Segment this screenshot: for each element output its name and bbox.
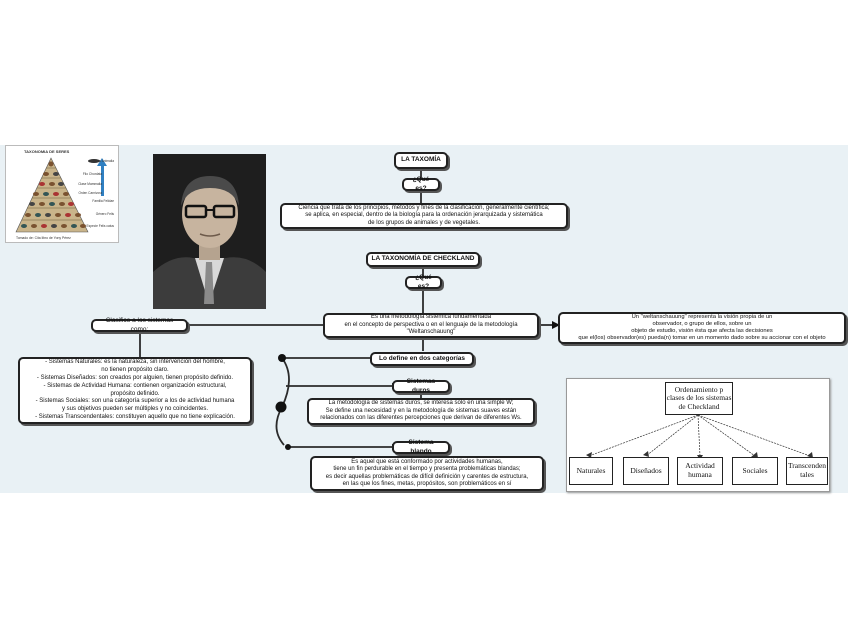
node-weltanschauung[interactable]: Un "weltanschauung" representa la visión… <box>558 312 846 344</box>
classes-root-box: Ordenamiento p clases de los sistemas de… <box>665 382 733 415</box>
animal-icons <box>21 161 86 228</box>
arrow-up-icon <box>97 158 107 196</box>
rank-label: Especie Felis catus <box>86 224 114 228</box>
mouth-shape <box>199 233 221 237</box>
classes-diagram-image: Ordenamiento p clases de los sistemas de… <box>566 378 830 492</box>
node-duros-texto[interactable]: La metodología de sistemas duros, se int… <box>307 398 535 425</box>
face-shape <box>182 180 238 248</box>
connector-dot <box>278 354 286 362</box>
node-categorias[interactable]: Lo define en dos categorías <box>370 352 474 366</box>
node-metodologia[interactable]: Es una metodología sistémica fundamentad… <box>323 313 539 338</box>
node-que-es-2[interactable]: ¿Qué es? <box>405 274 442 290</box>
class-box-sociales: Sociales <box>732 457 778 485</box>
hair-shape <box>181 176 239 206</box>
arrow-head <box>552 321 560 329</box>
node-que-es-1[interactable]: ¿Qué es? <box>402 176 440 192</box>
node-sistema-blando[interactable]: Sistema blando <box>392 439 450 455</box>
taxonomy-pyramid-image: TAXONOMIA DE SERES Reino Animalia Famili… <box>5 145 119 243</box>
pyramid-title: TAXONOMIA DE SERES <box>24 149 70 154</box>
rank-label: Género Felis <box>95 212 114 216</box>
classes-connectors <box>586 414 813 460</box>
rank-label: Filo Chordata <box>82 172 102 176</box>
rank-label: Reino Animalia <box>92 159 114 163</box>
tie-shape <box>204 262 214 304</box>
node-blando-texto[interactable]: Es aquel que está conformado por activid… <box>310 456 544 491</box>
class-box-transcendentales: Transcenden tales <box>786 457 828 485</box>
node-sistemas-duros[interactable]: Sistemas duros <box>392 378 450 394</box>
node-clasifico[interactable]: Clasifico a los sistemas como: <box>91 317 188 333</box>
portrait-graphic <box>153 154 266 309</box>
node-la-taxomia[interactable]: LA TAXOMÍA <box>394 152 448 169</box>
rank-label: Clase Mammalia <box>78 182 102 186</box>
rank-label: Familia Felidae <box>92 199 114 203</box>
class-box-naturales: Naturales <box>569 457 613 485</box>
class-box-disenados: Diseñados <box>623 457 669 485</box>
connector-dot <box>285 444 291 450</box>
pyramid-graphic <box>15 157 100 233</box>
class-box-actividad-humana: Actividad humana <box>677 457 723 485</box>
glasses-right <box>212 204 236 219</box>
glasses-left <box>184 204 208 219</box>
node-sistemas-lista[interactable]: - Sistemas Naturales: es la naturaleza, … <box>18 357 252 424</box>
rank-label: Orden Carnivora <box>78 191 102 195</box>
pyramid-footer: Tomado de: Cita libro de Yony Pérez <box>16 236 71 240</box>
pyramid-shape <box>15 157 89 233</box>
connector-dot <box>275 401 287 413</box>
node-taxonomia-checkland[interactable]: LA TAXONOMÍA DE CHECKLAND <box>366 252 480 267</box>
node-definicion[interactable]: Ciencia que trata de los principios, mét… <box>280 203 568 229</box>
link-spine-curve <box>275 357 290 446</box>
portrait-photo <box>153 154 266 309</box>
